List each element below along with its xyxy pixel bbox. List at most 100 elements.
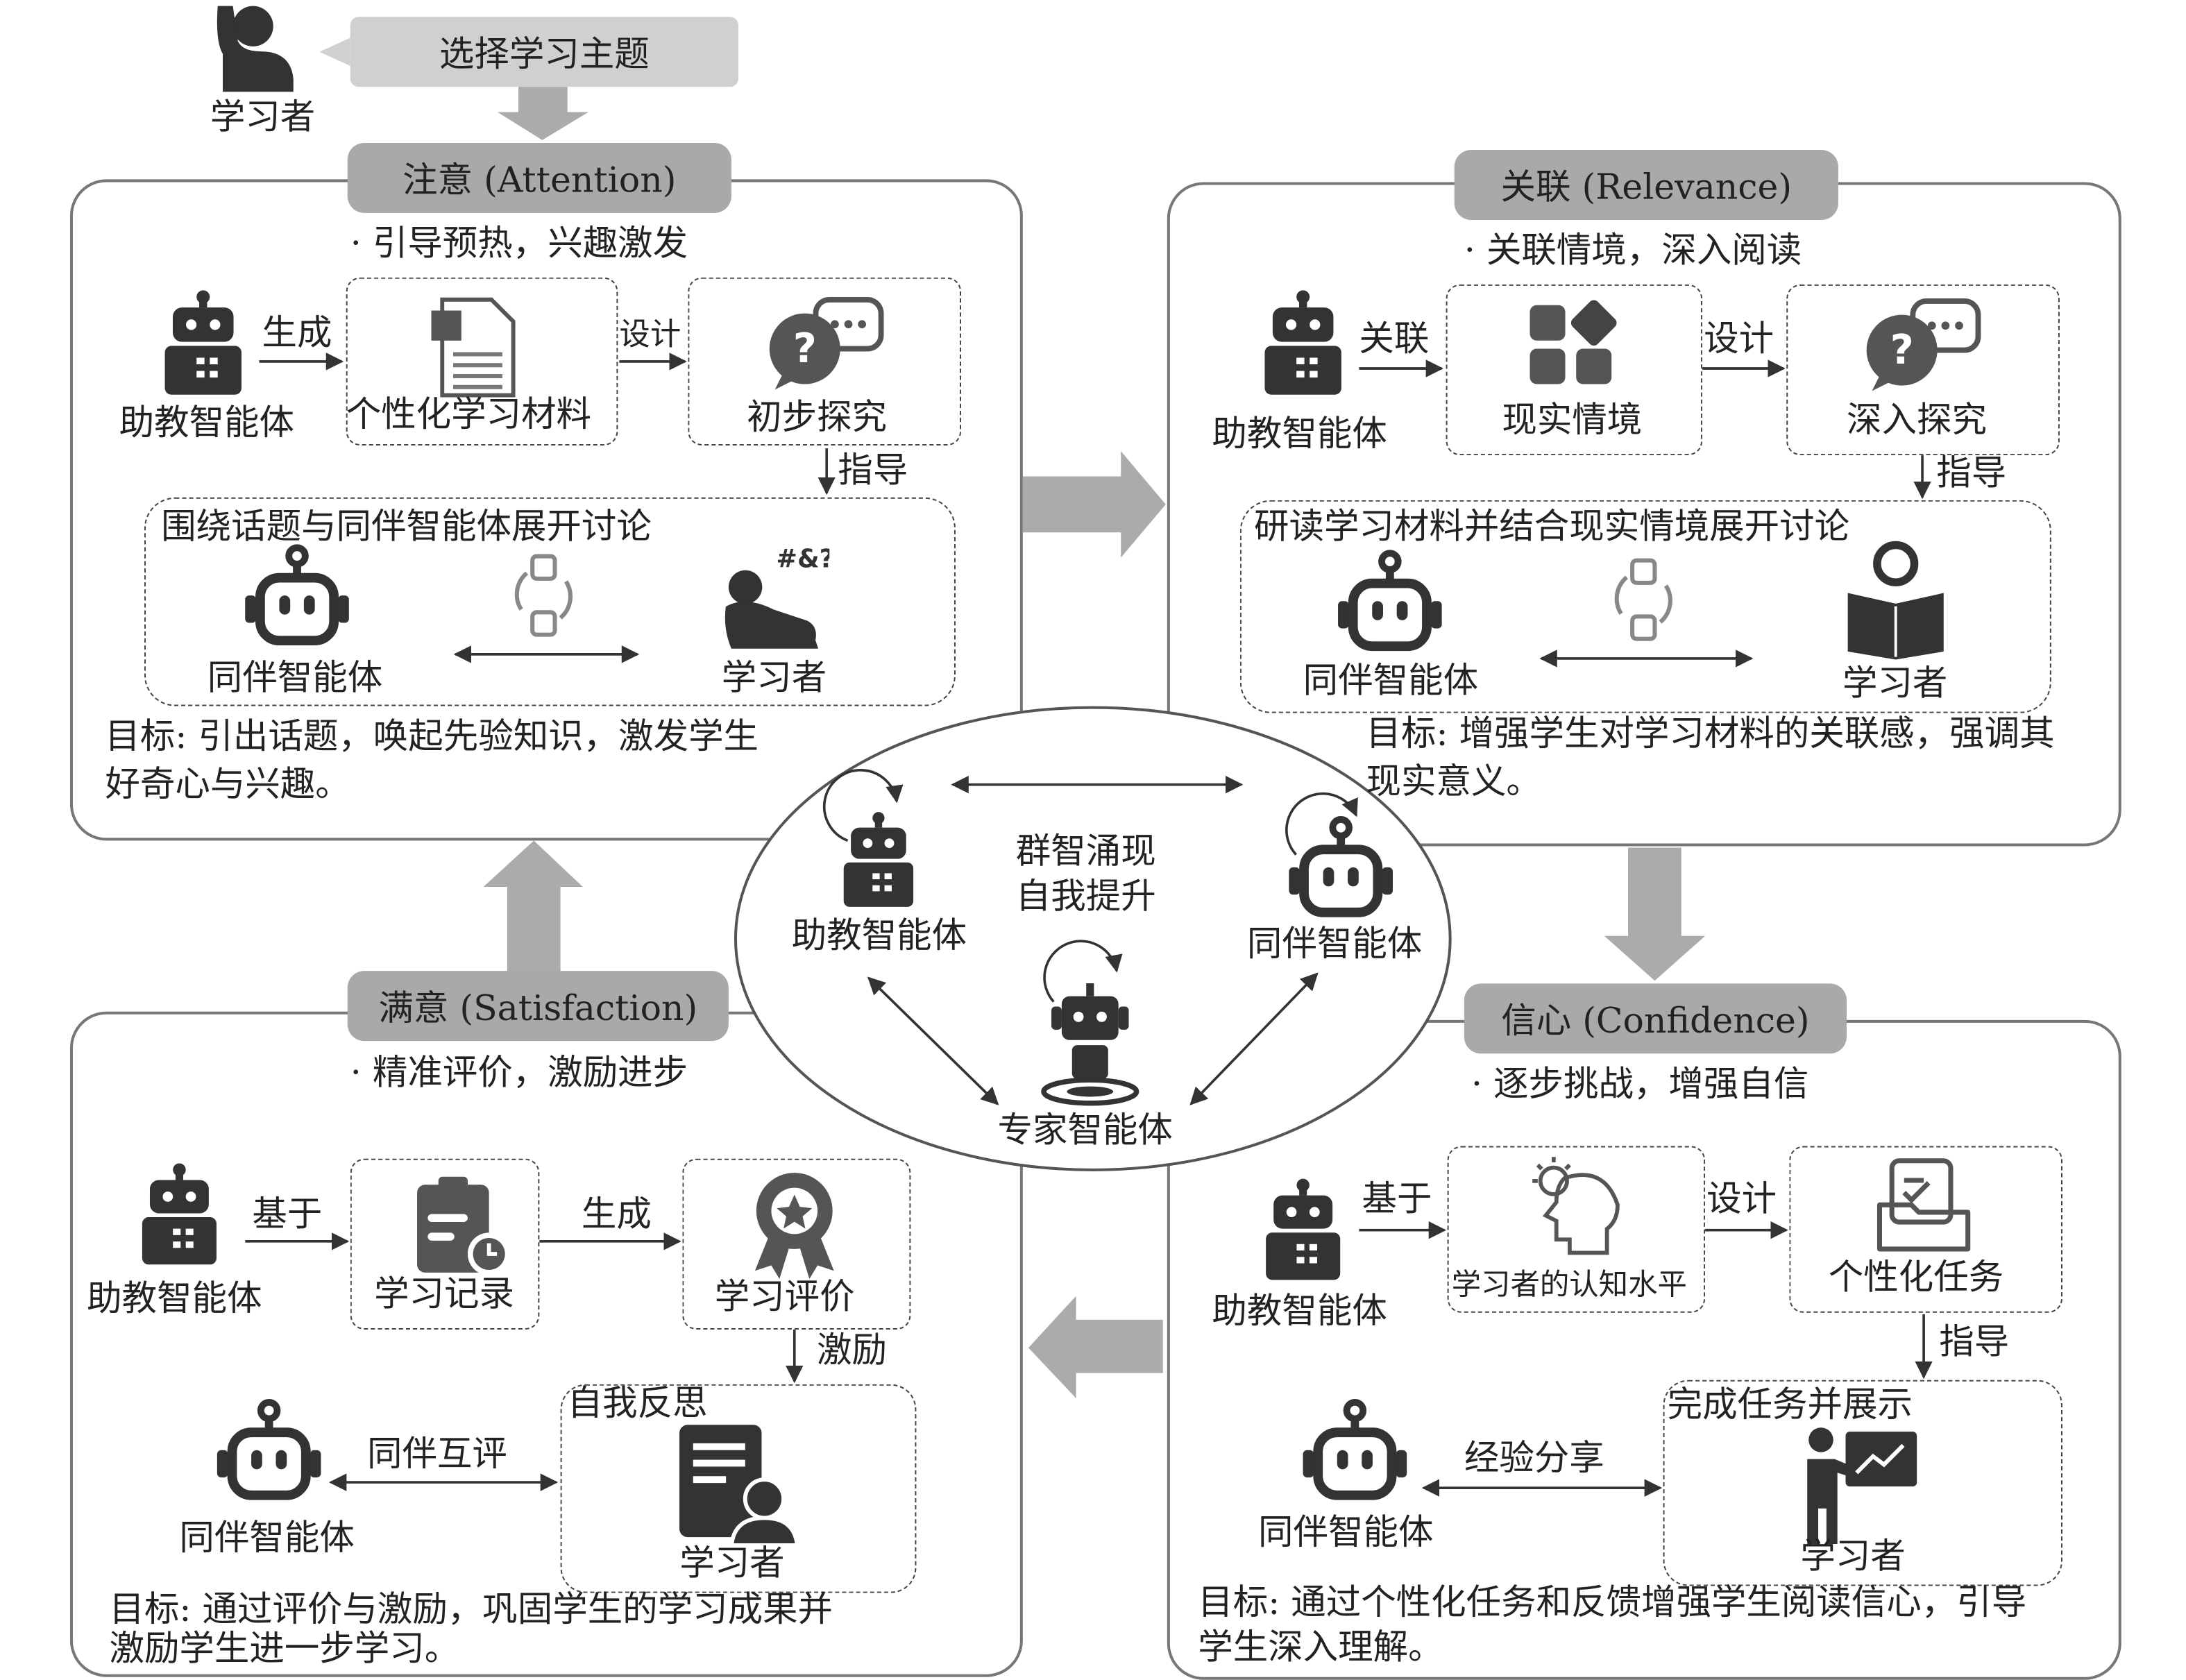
satisfaction-agent-label: 助教智能体 <box>87 1278 262 1318</box>
satisfaction-box2 <box>682 1158 911 1330</box>
select-topic-label: 选择学习主题 <box>439 33 650 75</box>
confidence-verb1: 基于 <box>1362 1178 1432 1219</box>
satisfaction-goal-line1: 目标: 通过评价与激励，巩固学生的学习成果并 <box>109 1588 833 1630</box>
relevance-group <box>1239 500 2051 713</box>
down-arrow-to-attention <box>497 87 588 140</box>
relevance-goal-line1: 目标: 增强学生对学习材料的关联感，强调其 <box>1366 713 2055 754</box>
satisfaction-guide: 激励 <box>817 1330 888 1371</box>
attention-learner-label: 学习者 <box>721 656 827 698</box>
peer-agent-icon <box>1300 1398 1409 1507</box>
attention-group-title: 围绕话题与同伴智能体展开讨论 <box>161 505 652 547</box>
satisfaction-verb2: 生成 <box>581 1194 652 1234</box>
select-topic-pointer <box>319 37 350 66</box>
question-bubble-icon <box>763 297 887 392</box>
exchange-cycle-icon <box>1602 558 1686 642</box>
relevance-guide: 指导 <box>1936 452 2007 493</box>
center-expert-label: 专家智能体 <box>997 1110 1173 1151</box>
relevance-learner-label: 学习者 <box>1842 662 1948 704</box>
down-flow-arrow <box>1604 847 1706 981</box>
expert-agent-icon <box>1037 981 1143 1110</box>
teacher-agent-icon <box>157 287 249 396</box>
learner-reading-icon <box>1842 539 1949 660</box>
confidence-peer-verb: 经验分享 <box>1464 1437 1604 1479</box>
satisfaction-header-label: 满意 (Satisfaction) <box>378 987 698 1028</box>
confidence-agent-label: 助教智能体 <box>1212 1290 1387 1332</box>
peer-agent-icon <box>242 543 351 652</box>
shapes-icon <box>1525 297 1620 392</box>
relevance-verb1: 关联 <box>1359 318 1430 359</box>
confidence-group <box>1663 1380 2062 1586</box>
teacher-agent-icon <box>836 806 920 912</box>
satisfaction-learner-label: 学习者 <box>679 1542 785 1584</box>
left-flow-arrow <box>1028 1296 1163 1398</box>
attention-box1-label: 个性化学习材料 <box>346 393 592 434</box>
confidence-goal-line1: 目标: 通过个性化任务和反馈增强学生阅读信心，引导 <box>1198 1581 2027 1623</box>
attention-header-label: 注意 (Attention) <box>403 160 677 201</box>
peer-agent-icon <box>1286 815 1395 924</box>
attention-agent-label: 助教智能体 <box>119 402 295 443</box>
attention-header: 注意 (Attention) <box>347 142 731 213</box>
confidence-box1-label: 学习者的认知水平 <box>1451 1268 1687 1302</box>
confidence-box2 <box>1789 1146 2062 1313</box>
relevance-header: 关联 (Relevance) <box>1454 150 1838 220</box>
right-flow-arrow <box>1022 451 1166 558</box>
relevance-box2-label: 深入探究 <box>1847 399 1987 440</box>
satisfaction-box1-label: 学习记录 <box>374 1273 515 1314</box>
confidence-verb2: 设计 <box>1706 1178 1777 1219</box>
confidence-box1 <box>1447 1146 1706 1313</box>
confidence-goal-line2: 学生深入理解。 <box>1198 1627 1443 1668</box>
task-folder-icon <box>1874 1156 1972 1254</box>
satisfaction-box1 <box>350 1158 540 1330</box>
relevance-bullet: · 关联情境，深入阅读 <box>1464 230 1802 271</box>
satisfaction-header: 满意 (Satisfaction) <box>347 971 729 1042</box>
confidence-bullet: · 逐步挑战，增强自信 <box>1471 1063 1809 1104</box>
question-bubble-icon <box>1861 298 1984 393</box>
confidence-header: 信心 (Confidence) <box>1464 983 1847 1054</box>
learner-waving-icon <box>210 3 311 92</box>
satisfaction-bullet: · 精准评价，激励进步 <box>350 1052 688 1093</box>
head-lightbulb-icon <box>1525 1152 1631 1258</box>
peer-agent-icon <box>1335 549 1444 658</box>
teacher-agent-icon <box>1258 1174 1348 1283</box>
confidence-guide: 指导 <box>1939 1321 2010 1362</box>
self-reflection-icon <box>672 1422 799 1545</box>
attention-guide: 指导 <box>838 450 908 491</box>
satisfaction-peer-verb: 同伴互评 <box>366 1433 507 1474</box>
center-caption-line1: 群智涌现 <box>1015 831 1156 872</box>
confidence-peer-label: 同伴智能体 <box>1258 1511 1434 1553</box>
exchange-cycle-icon <box>502 554 586 638</box>
attention-peer-label: 同伴智能体 <box>207 656 383 698</box>
award-badge-icon <box>747 1170 842 1279</box>
confidence-box2-label: 个性化任务 <box>1828 1257 2004 1298</box>
attention-box2-label: 初步探究 <box>747 396 888 437</box>
presenter-chart-icon <box>1797 1423 1924 1547</box>
relevance-group-title: 研读学习材料并结合现实情境展开讨论 <box>1254 505 1850 547</box>
peer-agent-icon <box>214 1398 323 1507</box>
relevance-box1-label: 现实情境 <box>1502 399 1643 440</box>
center-teacher-label: 助教智能体 <box>791 915 967 956</box>
confidence-header-label: 信心 (Confidence) <box>1501 1000 1810 1042</box>
attention-verb1: 生成 <box>262 312 332 353</box>
relevance-header-label: 关联 (Relevance) <box>1500 167 1793 207</box>
relevance-peer-label: 同伴智能体 <box>1303 659 1479 701</box>
confidence-group-title: 完成任务并展示 <box>1667 1384 1913 1425</box>
center-caption-line2: 自我提升 <box>1015 875 1156 917</box>
relevance-agent-label: 助教智能体 <box>1212 413 1387 455</box>
top-learner-label: 学习者 <box>210 96 316 137</box>
attention-goal-line2: 好奇心与兴趣。 <box>105 763 350 804</box>
relevance-verb2: 设计 <box>1704 318 1774 359</box>
satisfaction-goal-line2: 激励学生进一步学习。 <box>109 1628 460 1669</box>
attention-bullet: · 引导预热，兴趣激发 <box>350 223 688 264</box>
satisfaction-peer-label: 同伴智能体 <box>179 1517 355 1559</box>
attention-box1 <box>346 277 618 446</box>
satisfaction-verb1: 基于 <box>252 1194 323 1234</box>
relevance-goal-line2: 现实意义。 <box>1366 761 1541 801</box>
document-icon <box>427 291 525 400</box>
up-flow-arrow <box>483 840 583 974</box>
relevance-box2 <box>1786 284 2060 456</box>
satisfaction-group-title: 自我反思 <box>567 1382 708 1424</box>
center-peer-label: 同伴智能体 <box>1246 923 1423 965</box>
learner-thinking-icon <box>718 539 830 652</box>
clipboard-clock-icon <box>409 1174 516 1280</box>
attention-goal-line1: 目标: 引出话题，唤起先验知识，激发学生 <box>105 715 759 757</box>
